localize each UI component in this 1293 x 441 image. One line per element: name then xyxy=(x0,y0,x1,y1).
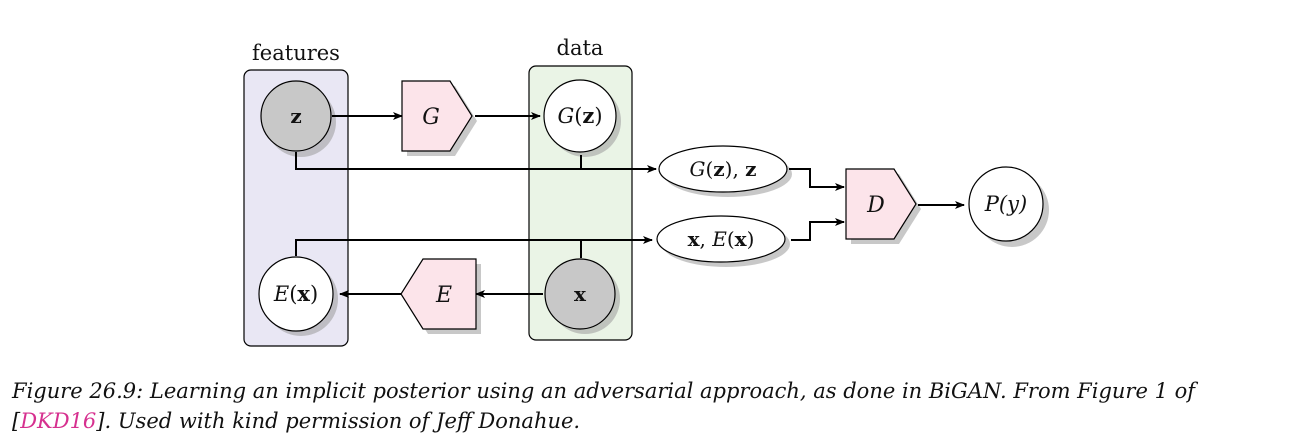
svg-text:D: D xyxy=(866,193,885,218)
svg-text:E(x): E(x) xyxy=(273,281,318,306)
node-z: z xyxy=(260,80,332,152)
svg-text:E: E xyxy=(435,283,452,308)
svg-text:G(z), z: G(z), z xyxy=(689,157,756,181)
svg-text:G(z): G(z) xyxy=(557,103,602,128)
node-pair-Gz-z: G(z), z xyxy=(658,145,788,193)
node-pair-x-Ex: x, E(x) xyxy=(656,215,786,263)
node-P-of-y: P(y) xyxy=(968,166,1044,242)
caption-text: Figure 26.9: Learning an implicit poster… xyxy=(12,379,1196,433)
svg-text:z: z xyxy=(290,104,301,128)
encoder-block-E: E xyxy=(400,258,477,330)
svg-text:P(y): P(y) xyxy=(984,192,1027,216)
bigan-diagram: features data z G G(z) G(z), z D xyxy=(243,36,1049,347)
figure-caption: Figure 26.9: Learning an implicit poster… xyxy=(12,376,1284,436)
features-label: features xyxy=(252,41,340,65)
edge-pair-xe-to-D xyxy=(791,218,845,241)
svg-text:x, E(x): x, E(x) xyxy=(688,227,755,251)
data-label: data xyxy=(557,36,604,60)
edge-z-to-pair-gz xyxy=(295,152,657,173)
citation-link[interactable]: DKD16 xyxy=(20,409,97,433)
svg-text:G: G xyxy=(422,105,440,130)
svg-text:x: x xyxy=(574,282,587,306)
edge-pair-gz-to-D xyxy=(789,168,845,191)
discriminator-block-D: D xyxy=(845,168,917,240)
node-x: x xyxy=(544,258,616,330)
node-E-of-x: E(x) xyxy=(258,256,334,332)
edge-Ex-to-pair-xe xyxy=(295,236,653,256)
generator-block-G: G xyxy=(401,80,473,152)
caption-text-end: ]. Used with kind permission of Jeff Don… xyxy=(96,409,581,433)
node-G-of-z: G(z) xyxy=(543,79,617,153)
